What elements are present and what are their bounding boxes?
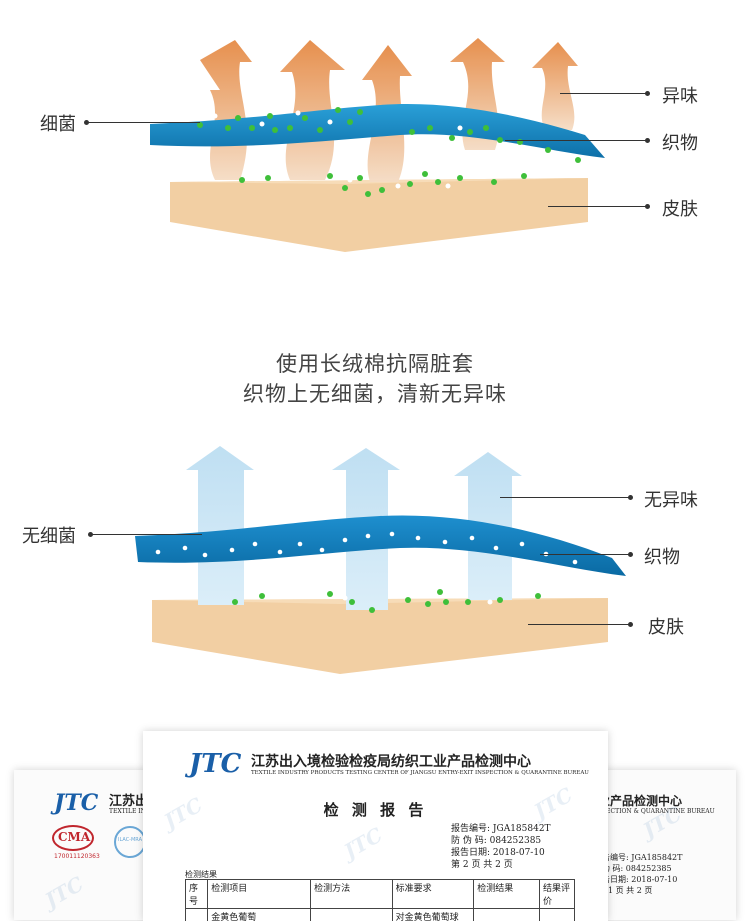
cma-seal-icon: CMA [52,825,94,851]
jtc-logo: JTC [189,749,241,779]
label-bacteria: 细菌 [40,110,76,136]
table-header-cell: 标准要求 [392,880,474,909]
table-header-cell: 结果评价 [539,880,574,909]
label-skin: 皮肤 [648,613,684,639]
caption-line-1: 使用长绒棉抗隔脏套 [0,348,750,378]
cert-number: 170011120363 [54,853,100,860]
diagram-without-bacteria: 无细菌 无异味 织物 皮肤 [0,440,750,690]
label-odor: 异味 [662,82,698,108]
leader-dot [628,552,633,557]
report-date: 告日期: 2018-07-10 [602,874,677,885]
table-header-row: 序号 检测项目 检测方法 标准要求 检测结果 结果评价 [186,880,575,909]
report-page-number: 第 2 页 共 2 页 [451,857,513,870]
report-anti-fake-code: 伪 码: 084252385 [602,863,672,874]
leader-line [88,122,200,123]
leader-line [540,554,630,555]
label-no-odor: 无异味 [644,486,698,512]
jtc-logo: JTC [54,790,98,816]
watermark: JTC [340,823,387,864]
table-row: 金黄色葡萄 对金黄色葡萄球 [186,909,575,921]
leader-line [560,93,648,94]
results-table: 序号 检测项目 检测方法 标准要求 检测结果 结果评价 金黄色葡萄 对金黄色葡萄… [185,879,575,921]
label-no-bacteria: 无细菌 [22,522,76,548]
label-fabric: 织物 [662,129,698,155]
table-header-cell: 检测项目 [208,880,311,909]
leader-line [505,140,648,141]
caption-line-2: 织物上无细菌，清新无异味 [0,378,750,408]
report-number: 告编号: JGA185842T [602,852,683,863]
label-skin: 皮肤 [662,195,698,221]
leader-dot [645,91,650,96]
leader-line [528,624,630,625]
label-fabric: 织物 [644,543,680,569]
leader-dot [645,204,650,209]
leader-dot [645,138,650,143]
table-cell: 对金黄色葡萄球 [392,909,474,921]
leader-dot [628,495,633,500]
report-page-number: 1 页 共 2 页 [608,885,652,896]
leader-dot [628,622,633,627]
ilac-seal-icon: ILAC-MRA [114,826,146,858]
report-org-name-en: TEXTILE INDUSTRY PRODUCTS TESTING CENTER… [251,770,589,776]
clean-fabric-illustration [0,440,750,690]
leader-line [548,206,648,207]
leader-line [92,534,202,535]
table-header-cell: 检测方法 [311,880,393,909]
report-page-main: JTC 江苏出入境检验检疫局纺织工业产品检测中心 TEXTILE INDUSTR… [143,731,608,921]
watermark: JTC [41,872,88,913]
report-org-name: 江苏出入境检验检疫局纺织工业产品检测中心 [251,751,531,771]
table-header-cell: 序号 [186,880,208,909]
diagram-with-bacteria: 细菌 异味 织物 皮肤 [0,0,750,270]
fabric-skin-bacteria-illustration [0,0,750,270]
table-cell: 金黄色葡萄 [208,909,311,921]
table-header-cell: 检测结果 [474,880,540,909]
leader-line [500,497,630,498]
